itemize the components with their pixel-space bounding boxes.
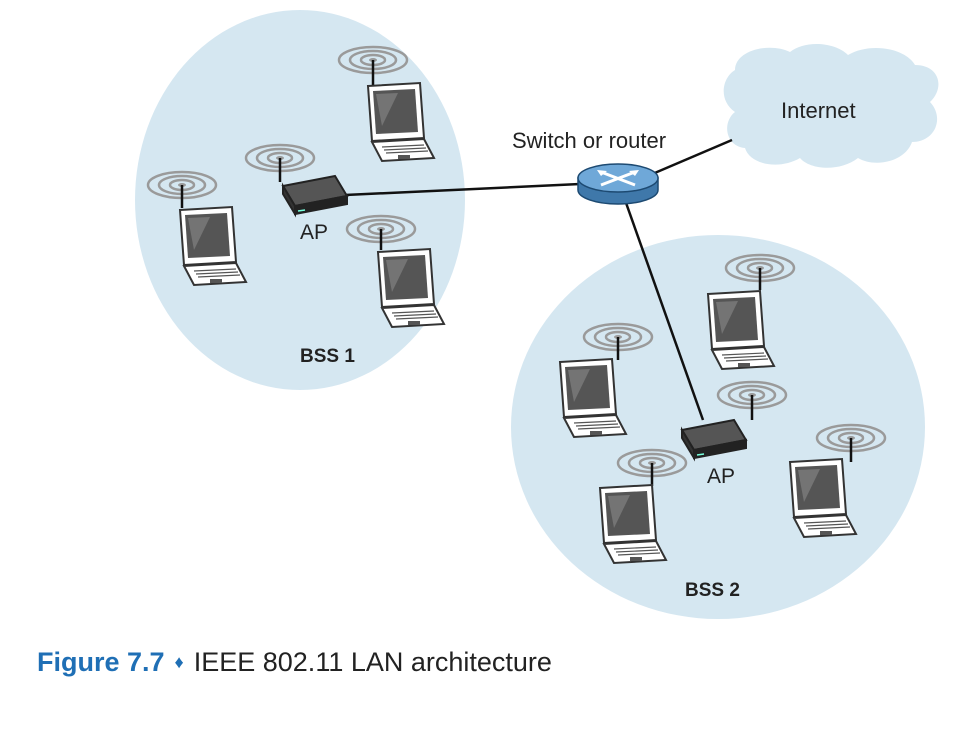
caption-separator: ♦: [174, 652, 184, 672]
bss1-label: BSS 1: [300, 346, 355, 367]
figure-number: Figure 7.7: [37, 647, 165, 677]
ap1-label: AP: [300, 221, 329, 244]
bss2-label: BSS 2: [685, 580, 740, 601]
link-ap1-router: [344, 182, 581, 197]
internet-label: Internet: [781, 98, 856, 123]
link-router-ap2: [623, 199, 705, 421]
ap2-label: AP: [707, 465, 736, 488]
caption-text: IEEE 802.11 LAN architecture: [193, 647, 552, 677]
network-diagram: [135, 10, 939, 619]
switch-router-label: Switch or router: [512, 128, 667, 153]
link-router-internet: [649, 138, 733, 177]
figure-caption: Figure 7.7 ♦ IEEE 802.11 LAN architecture: [37, 647, 552, 678]
router-icon: [577, 163, 659, 205]
cloud-icon: [723, 44, 939, 168]
